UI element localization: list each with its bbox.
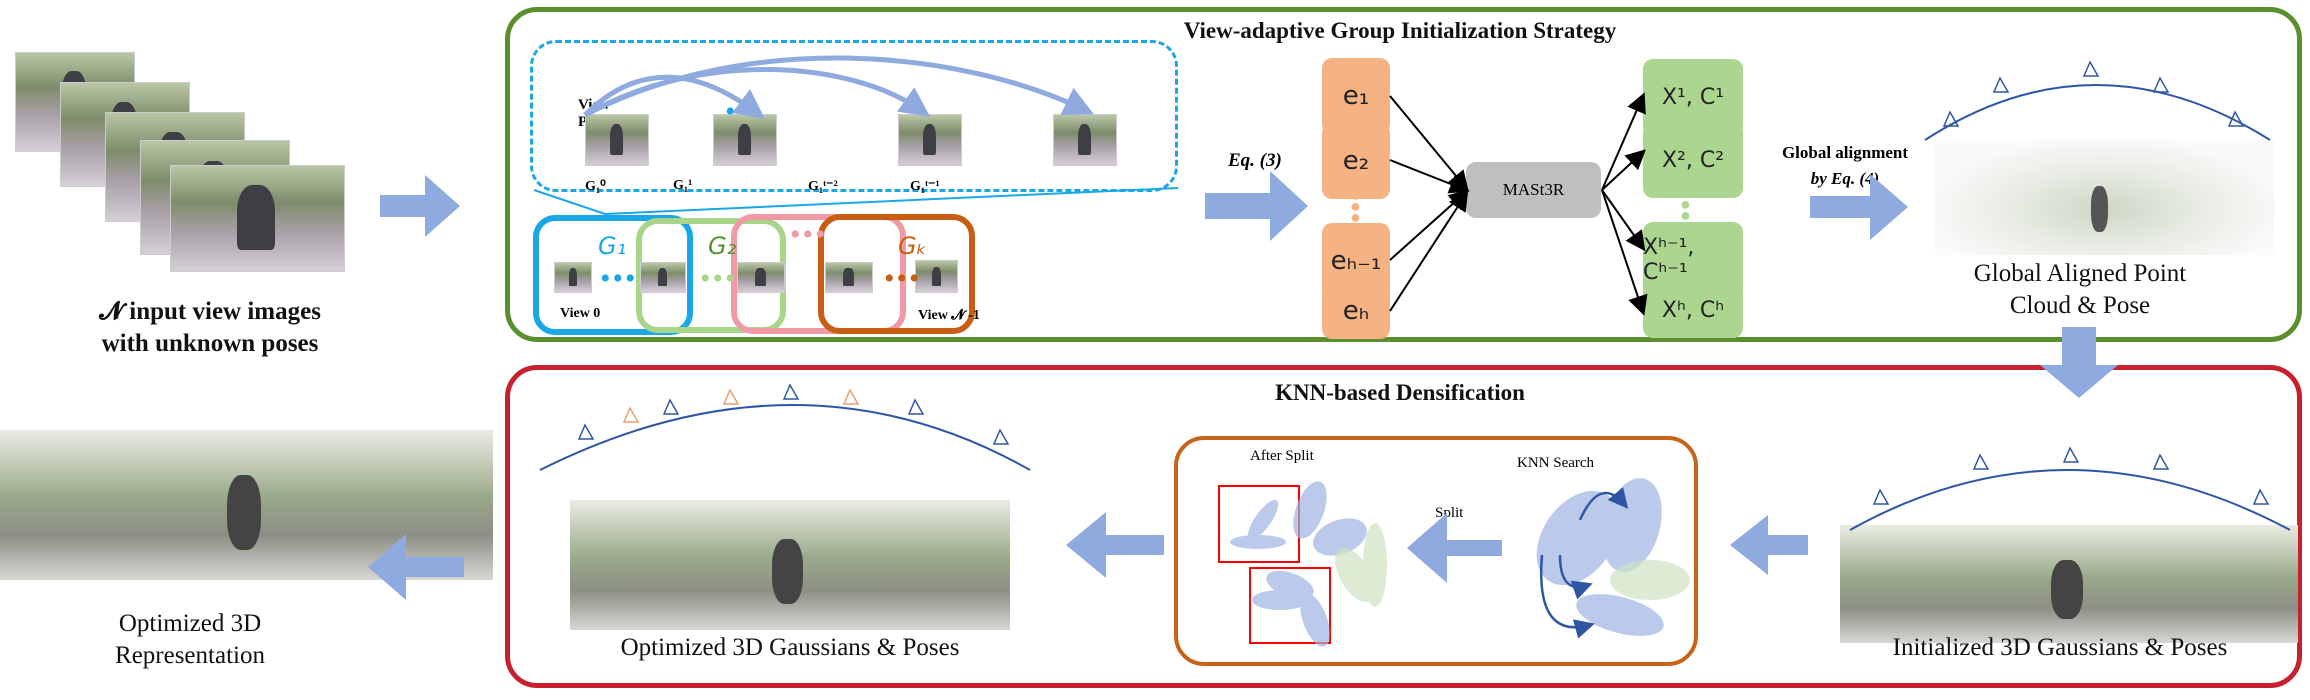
group-k-label: Gₖ xyxy=(898,232,927,260)
camera-arc xyxy=(539,404,1031,471)
caption-line2: Cloud & Pose xyxy=(2009,292,2151,319)
global-alignment-line1: Global alignment xyxy=(1781,143,1909,162)
arrow-left xyxy=(1730,515,1808,575)
knn-panel xyxy=(505,365,2302,688)
densification-inner-box xyxy=(1174,436,1698,666)
after-split-label: After Split xyxy=(1250,448,1314,464)
global-alignment-label: Global alignment by Eq. (4) xyxy=(1760,140,1930,192)
global-alignment-line2: by Eq. (4) xyxy=(1810,169,1880,188)
highlight-box xyxy=(1249,567,1331,644)
embedding-box: e₂ xyxy=(1322,123,1390,199)
output-box: X², C² xyxy=(1643,122,1743,198)
input-caption: 𝓝 input view images with unknown poses xyxy=(60,296,360,360)
knn-search-label: KNN Search xyxy=(1517,455,1595,471)
subgroup-photo xyxy=(585,114,649,166)
group-1-label: G₁ xyxy=(598,232,627,260)
subgroup-dashed-box xyxy=(530,40,1178,192)
group-2-label: G₂ xyxy=(708,232,737,260)
camera-icons xyxy=(577,60,2270,505)
ellipsis-dots: ••• xyxy=(700,262,738,295)
view-adaptive-panel xyxy=(505,7,2302,342)
connection-lines xyxy=(1389,92,1648,316)
embedding-box: eₕ xyxy=(1322,283,1390,339)
output-caption: Optimized 3D Representation xyxy=(60,608,320,672)
ellipsis-dots: ••• xyxy=(600,262,638,295)
view-start-label: View 0 xyxy=(560,306,601,321)
vertical-dots: ●●● xyxy=(1350,185,1361,227)
optimized-caption: Optimized 3D Gaussians & Poses xyxy=(620,634,960,661)
camera-arc xyxy=(1849,469,2291,531)
arrow-left xyxy=(1066,512,1164,578)
group-3-box xyxy=(731,214,906,334)
subgroup-label: G₁⁰ xyxy=(585,179,606,194)
group-k-box xyxy=(818,214,975,334)
block-arrows xyxy=(368,171,2118,600)
embedding-box: e₁ xyxy=(1322,58,1390,134)
caption-line2: Representation xyxy=(115,642,265,669)
gaussian-ellipses xyxy=(1230,478,1664,647)
subgroup-label: G₁ᵗ⁻¹ xyxy=(910,179,940,194)
output-box: Xʰ, Cʰ xyxy=(1643,282,1743,338)
mast3r-model-box: MASt3R xyxy=(1466,162,1601,218)
eq3-arrow xyxy=(1205,171,1308,241)
arrow-down xyxy=(2040,327,2118,398)
subgroup-photo xyxy=(713,114,777,166)
ellipsis-dots: ••• xyxy=(884,262,922,295)
input-caption-line1: 𝓝 input view images xyxy=(99,298,321,325)
optimized-gaussians-image xyxy=(570,500,1010,630)
knn-title: KNN-based Densification xyxy=(1275,380,1525,405)
caption-line1: Global Aligned Point xyxy=(1973,260,2187,287)
eq3-label: Eq. (3) xyxy=(1228,150,1282,171)
optimized-representation-image xyxy=(0,430,493,580)
group-1-box xyxy=(533,215,693,335)
subgroup-label: G₁¹ xyxy=(673,178,693,193)
global-point-cloud-image xyxy=(1935,140,2275,255)
global-aligned-caption: Global Aligned Point Cloud & Pose xyxy=(1930,258,2230,322)
subgroup-photo xyxy=(898,114,962,166)
split-label: Split xyxy=(1435,505,1464,521)
caption-line1: Optimized 3D xyxy=(118,610,262,637)
vertical-dots: ●●● xyxy=(1680,183,1691,225)
subgroup-label: G₁ᵗ⁻² xyxy=(808,179,838,194)
split-arrow xyxy=(1407,513,1502,583)
input-caption-line2: with unknown poses xyxy=(101,330,319,357)
view-end-label: View 𝓝 -1 xyxy=(918,308,980,323)
view-adaptive-title: View-adaptive Group Initialization Strat… xyxy=(1183,18,1617,43)
subgroup-photo xyxy=(1053,114,1117,166)
initialized-gaussians-image xyxy=(1840,525,2298,643)
arrow-right xyxy=(380,175,460,237)
global-alignment-arrow xyxy=(1810,174,1908,240)
initialized-caption: Initialized 3D Gaussians & Poses xyxy=(1892,634,2228,661)
camera-arc xyxy=(1924,84,2271,141)
arrow-left xyxy=(368,534,464,600)
ellipsis-dots: ••• xyxy=(790,218,828,251)
